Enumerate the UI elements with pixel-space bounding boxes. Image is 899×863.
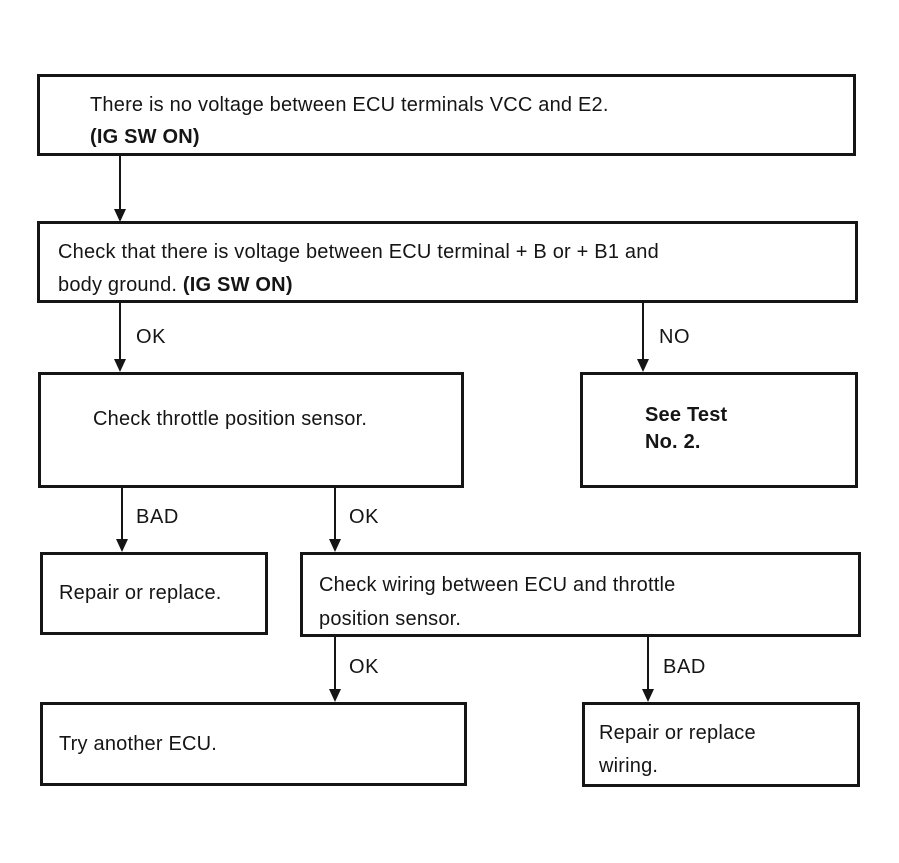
branch-label-no: NO — [659, 326, 691, 348]
flow-box-text-line: No. 2. — [645, 431, 701, 453]
flow-box-repair-or-replace: Repair or replace. — [40, 552, 268, 635]
flow-box-text-line: (IG SW ON) — [90, 126, 200, 148]
flow-box-repair-or-replace-wiring: Repair or replace wiring. — [582, 702, 860, 787]
flow-box-text-line: There is no voltage between ECU terminal… — [90, 94, 609, 116]
flow-box-text-segment: (IG SW ON) — [182, 274, 293, 296]
flow-box-text-line: body ground. (IG SW ON) — [58, 269, 839, 302]
arrow-ok-to-try-ecu — [334, 637, 336, 700]
branch-label-ok-3: OK — [349, 656, 380, 678]
flow-box-problem-statement: There is no voltage between ECU terminal… — [37, 74, 856, 156]
branch-label-bad-2: BAD — [663, 656, 706, 678]
flow-box-check-wiring: Check wiring between ECU and throttle po… — [300, 552, 861, 637]
arrow-ok-to-check-wiring — [334, 488, 336, 550]
branch-label-ok-1: OK — [136, 326, 167, 348]
branch-label-bad-1: BAD — [136, 506, 179, 528]
branch-label-ok-2: OK — [349, 506, 380, 528]
arrow-bad-to-repair — [121, 488, 123, 550]
flow-box-try-another-ecu: Try another ECU. — [40, 702, 467, 786]
flow-box-text-line: Repair or replace. — [59, 582, 222, 604]
flow-box-text-segment: body ground. — [58, 274, 183, 296]
arrow-ok-to-throttle-sensor — [119, 303, 121, 370]
flow-box-see-test-no-2: See Test No. 2. — [580, 372, 858, 488]
arrow-to-check-voltage — [119, 156, 121, 220]
arrow-bad-to-repair-wiring — [647, 637, 649, 700]
flow-box-text-line: Repair or replace — [599, 722, 756, 744]
flow-box-text-line: Try another ECU. — [59, 732, 218, 755]
flow-box-text-line: Check that there is voltage between ECU … — [58, 241, 659, 263]
arrow-no-to-see-test — [642, 303, 644, 370]
flow-box-text-line: See Test — [645, 404, 728, 426]
flow-box-text-line: wiring. — [599, 755, 659, 777]
flow-box-check-b-voltage: Check that there is voltage between ECU … — [37, 221, 858, 303]
flow-box-text-line: position sensor. — [319, 608, 462, 630]
flow-box-text-line: Check wiring between ECU and throttle — [319, 574, 676, 596]
flow-box-check-throttle-sensor: Check throttle position sensor. — [38, 372, 464, 488]
flow-box-text-line: Check throttle position sensor. — [93, 408, 368, 430]
